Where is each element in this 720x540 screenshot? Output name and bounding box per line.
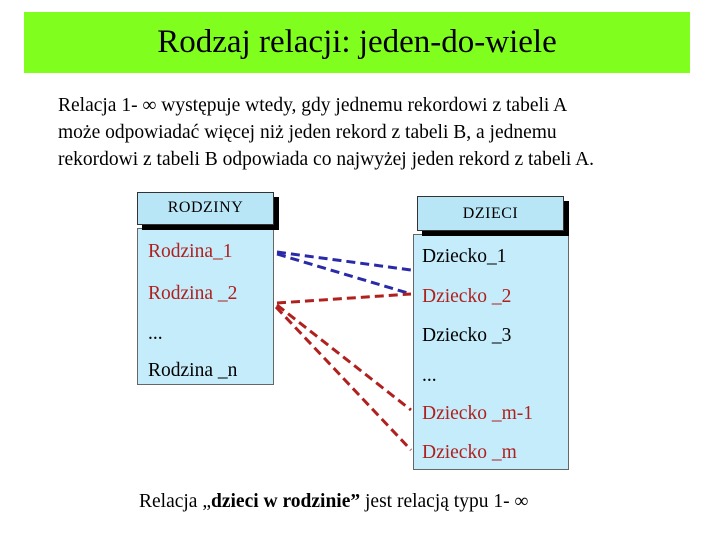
rodziny-row-1: Rodzina_1 bbox=[148, 241, 233, 262]
dzieci-header-label: DZIECI bbox=[462, 204, 519, 222]
rodziny-header: RODZINY bbox=[137, 192, 274, 225]
footer-prefix: Relacja „ bbox=[139, 491, 211, 512]
footer-note: Relacja „dzieci w rodzinie” jest relacją… bbox=[139, 491, 528, 513]
dzieci-header: DZIECI bbox=[417, 196, 564, 231]
title-banner: Rodzaj relacji: jeden-do-wiele bbox=[24, 12, 690, 73]
page-title: Rodzaj relacji: jeden-do-wiele bbox=[157, 24, 557, 60]
link-rodzina1-dziecko2 bbox=[276, 252, 412, 296]
link-rodzina2-dziecko2 bbox=[276, 292, 412, 305]
footer-suffix: jest relacją typu 1- ∞ bbox=[360, 491, 529, 512]
link-rodzina1-dziecko1 bbox=[276, 250, 412, 272]
rodziny-row-3: ... bbox=[148, 323, 163, 344]
intro-paragraph: Relacja 1- ∞ występuje wtedy, gdy jednem… bbox=[58, 92, 698, 173]
intro-line-1: Relacja 1- ∞ występuje wtedy, gdy jednem… bbox=[58, 95, 568, 116]
intro-line-3: rekordowi z tabeli B odpowiada co najwyż… bbox=[58, 149, 595, 170]
dzieci-row-2: Dziecko _2 bbox=[422, 286, 512, 307]
dzieci-row-3: Dziecko _3 bbox=[422, 325, 512, 346]
link-rodzina2-dzieckom bbox=[274, 305, 413, 452]
rodziny-row-2: Rodzina _2 bbox=[148, 283, 238, 304]
dzieci-row-4: ... bbox=[422, 365, 437, 386]
footer-bold: dzieci w rodzinie” bbox=[211, 491, 361, 512]
intro-line-2: może odpowiadać więcej niż jeden rekord … bbox=[58, 122, 557, 143]
rodziny-table: Rodzina_1 Rodzina _2 ... Rodzina _n bbox=[137, 228, 274, 385]
dzieci-table: Dziecko_1 Dziecko _2 Dziecko _3 ... Dzie… bbox=[413, 234, 569, 470]
dzieci-row-5: Dziecko _m-1 bbox=[422, 403, 534, 424]
link-rodzina2-dzieckom1 bbox=[276, 303, 412, 412]
rodziny-header-label: RODZINY bbox=[167, 199, 244, 216]
rodziny-row-4: Rodzina _n bbox=[148, 360, 238, 381]
dzieci-row-6: Dziecko _m bbox=[422, 442, 517, 463]
dzieci-row-1: Dziecko_1 bbox=[422, 246, 507, 267]
